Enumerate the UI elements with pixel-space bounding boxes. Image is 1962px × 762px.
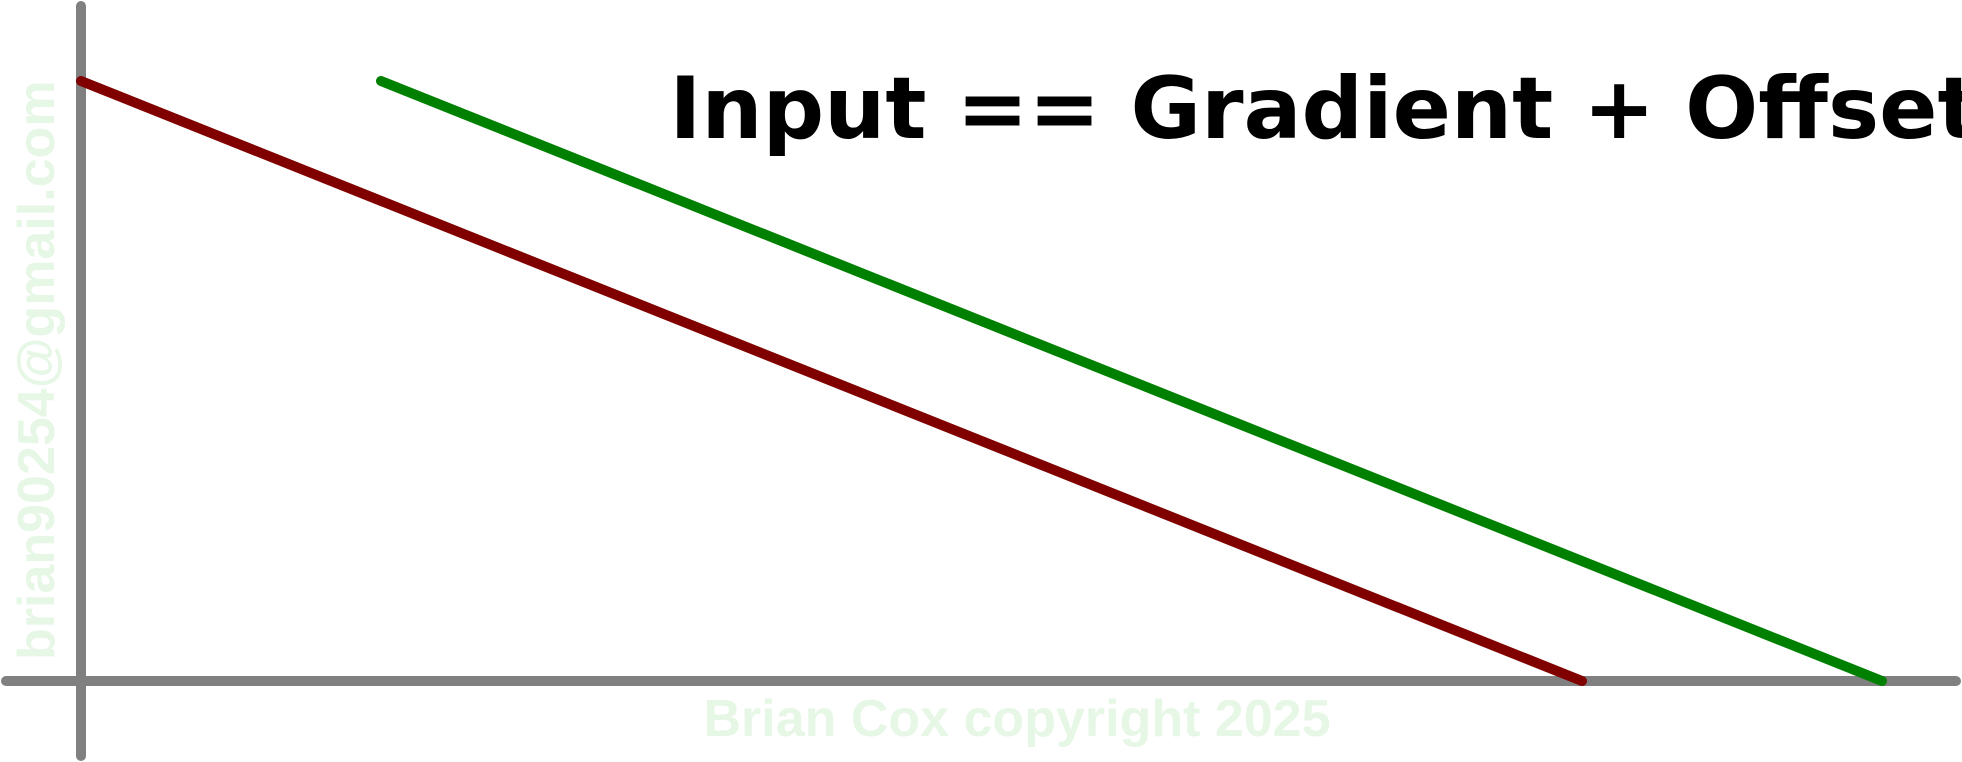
- green-line: [376, 76, 1887, 686]
- side-watermark: brian90254@gmail.com: [8, 80, 66, 660]
- bottom-watermark: Brian Cox copyright 2025: [703, 690, 1330, 748]
- diagram-title: Input == Gradient + Offset: [669, 59, 1962, 159]
- red-line: [76, 76, 1587, 686]
